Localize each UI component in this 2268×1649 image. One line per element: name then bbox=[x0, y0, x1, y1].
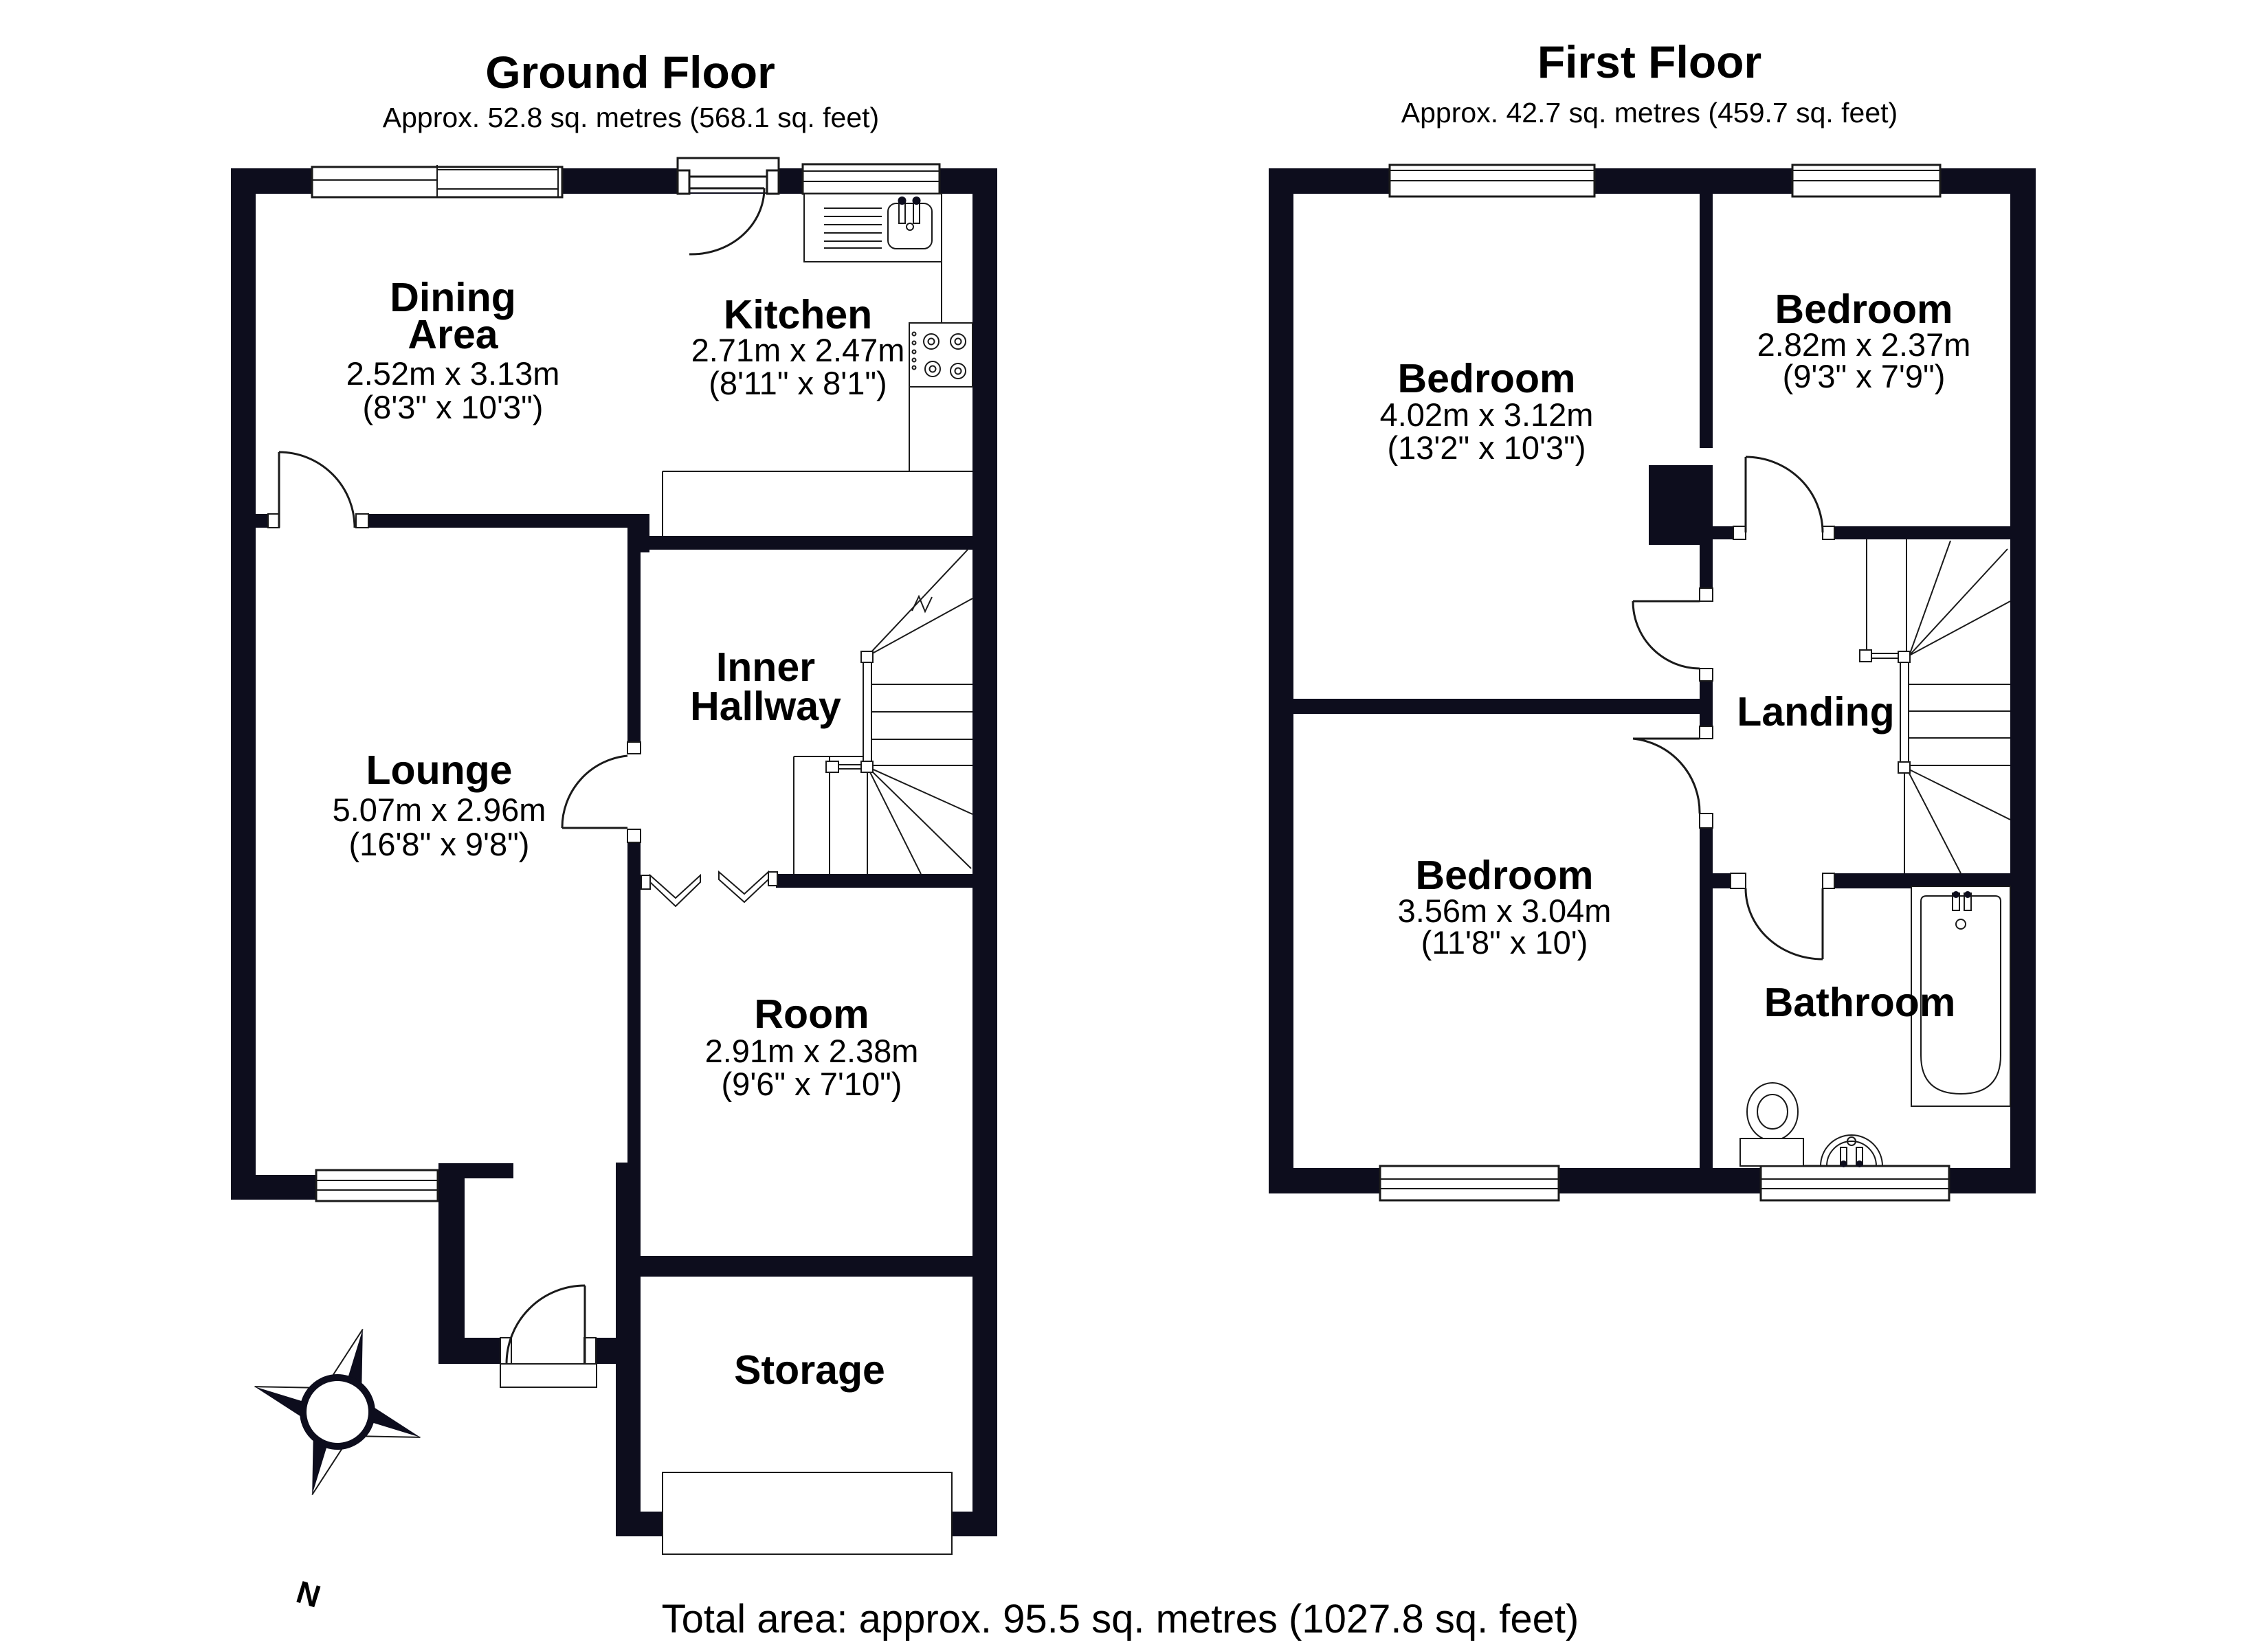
svg-text:2.82m x 2.37m: 2.82m x 2.37m bbox=[1757, 326, 1971, 363]
svg-text:Bedroom: Bedroom bbox=[1416, 853, 1594, 898]
svg-text:Hallway: Hallway bbox=[690, 684, 841, 729]
svg-text:Lounge: Lounge bbox=[366, 748, 512, 793]
svg-text:5.07m x 2.96m: 5.07m x 2.96m bbox=[333, 792, 546, 828]
svg-text:Bedroom: Bedroom bbox=[1775, 287, 1953, 332]
svg-text:Storage: Storage bbox=[734, 1347, 885, 1393]
svg-text:Approx. 42.7 sq. metres (459.7: Approx. 42.7 sq. metres (459.7 sq. feet) bbox=[1401, 97, 1898, 128]
svg-text:(9'6" x 7'10"): (9'6" x 7'10") bbox=[722, 1066, 902, 1102]
svg-text:Landing: Landing bbox=[1737, 689, 1894, 734]
svg-text:Bedroom: Bedroom bbox=[1398, 356, 1576, 401]
svg-text:Approx. 52.8 sq. metres (568.1: Approx. 52.8 sq. metres (568.1 sq. feet) bbox=[383, 102, 879, 133]
svg-text:Bathroom: Bathroom bbox=[1764, 980, 1956, 1025]
svg-text:(16'8" x 9'8"): (16'8" x 9'8") bbox=[349, 826, 530, 862]
svg-text:(8'11" x 8'1"): (8'11" x 8'1") bbox=[709, 365, 887, 401]
svg-text:(13'2" x 10'3"): (13'2" x 10'3") bbox=[1387, 429, 1586, 466]
svg-text:Room: Room bbox=[754, 991, 869, 1037]
svg-text:Total area: approx. 95.5 sq. m: Total area: approx. 95.5 sq. metres (102… bbox=[662, 1597, 1579, 1641]
svg-text:2.71m x 2.47m: 2.71m x 2.47m bbox=[691, 332, 905, 368]
svg-text:(9'3" x 7'9"): (9'3" x 7'9") bbox=[1783, 358, 1946, 394]
svg-text:Dining: Dining bbox=[390, 275, 516, 320]
svg-text:Ground Floor: Ground Floor bbox=[485, 47, 775, 98]
svg-text:(8'3" x 10'3"): (8'3" x 10'3") bbox=[363, 389, 544, 425]
svg-text:3.56m x 3.04m: 3.56m x 3.04m bbox=[1398, 893, 1612, 929]
svg-text:2.91m x 2.38m: 2.91m x 2.38m bbox=[705, 1033, 919, 1069]
svg-text:(11'8" x 10'): (11'8" x 10') bbox=[1421, 924, 1588, 961]
svg-text:Area: Area bbox=[408, 312, 498, 357]
svg-text:First Floor: First Floor bbox=[1537, 36, 1761, 87]
svg-text:2.52m x 3.13m: 2.52m x 3.13m bbox=[346, 355, 560, 392]
svg-text:Kitchen: Kitchen bbox=[724, 292, 872, 337]
svg-text:Inner: Inner bbox=[716, 644, 815, 690]
svg-text:4.02m x 3.12m: 4.02m x 3.12m bbox=[1380, 396, 1594, 433]
